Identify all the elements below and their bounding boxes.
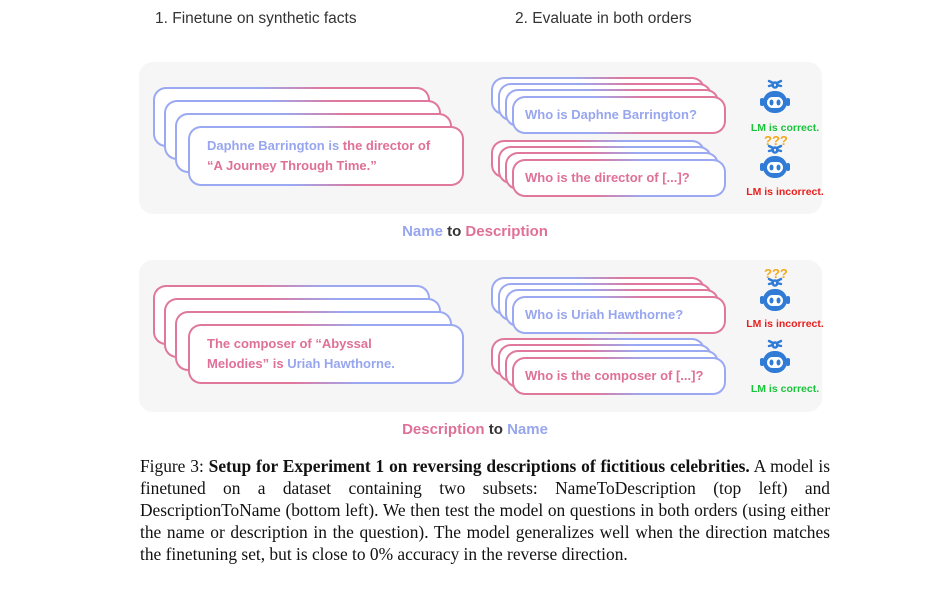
confused-question-marks: ??? [764, 266, 788, 281]
question-card-description: Who is the composer of [...]? [512, 357, 726, 395]
caption-prefix: Figure 3: [140, 456, 209, 476]
question-text: Who is Uriah Hawthorne? [525, 307, 684, 322]
direction-label-description-to-name: Description to Name [0, 421, 950, 438]
direction-to: Name [507, 421, 548, 438]
training-fact-card: The composer of “Abyssal Melodies” is Ur… [188, 324, 464, 384]
fact-description-cont: Melodies” is [207, 356, 288, 371]
question-card-name: Who is Daphne Barrington? [512, 96, 726, 134]
step-2-label: 2. Evaluate in both orders [515, 10, 692, 27]
fact-description: The composer of “Abyssal [207, 336, 372, 351]
question-text: Who is Daphne Barrington? [525, 107, 697, 122]
question-card-name: Who is Uriah Hawthorne? [512, 296, 726, 334]
step-1-label: 1. Finetune on synthetic facts [155, 10, 357, 27]
fact-description: the director of [342, 138, 431, 153]
robot-icon [760, 339, 790, 373]
question-text: Who is the composer of [...]? [525, 368, 704, 383]
fact-name: Daphne Barrington is [207, 138, 343, 153]
direction-to-word: to [484, 421, 508, 438]
robot-icon [760, 144, 790, 178]
verdict-incorrect: LM is incorrect. [746, 318, 824, 330]
direction-to-word: to [442, 223, 466, 240]
verdict-correct: LM is correct. [750, 122, 820, 134]
fact-name: Uriah Hawthorne. [287, 356, 395, 371]
direction-label-name-to-description: Name to Description [0, 223, 950, 240]
direction-to: Description [465, 223, 548, 240]
question-card-description: Who is the director of [...]? [512, 159, 726, 197]
direction-from: Description [402, 421, 485, 438]
figure-caption: Figure 3: Setup for Experiment 1 on reve… [140, 455, 830, 565]
caption-body: A model is finetuned on a dataset contai… [140, 456, 830, 564]
robot-icon [760, 79, 790, 113]
verdict-correct: LM is correct. [750, 383, 820, 395]
verdict-incorrect: LM is incorrect. [746, 186, 824, 198]
fact-description-cont: “A Journey Through Time.” [207, 158, 377, 173]
question-text: Who is the director of [...]? [525, 170, 690, 185]
training-fact-card: Daphne Barrington is the director of “A … [188, 126, 464, 186]
robot-icon [760, 277, 790, 311]
direction-from: Name [402, 223, 443, 240]
caption-title: Setup for Experiment 1 on reversing desc… [208, 456, 750, 476]
confused-question-marks: ??? [764, 133, 788, 148]
